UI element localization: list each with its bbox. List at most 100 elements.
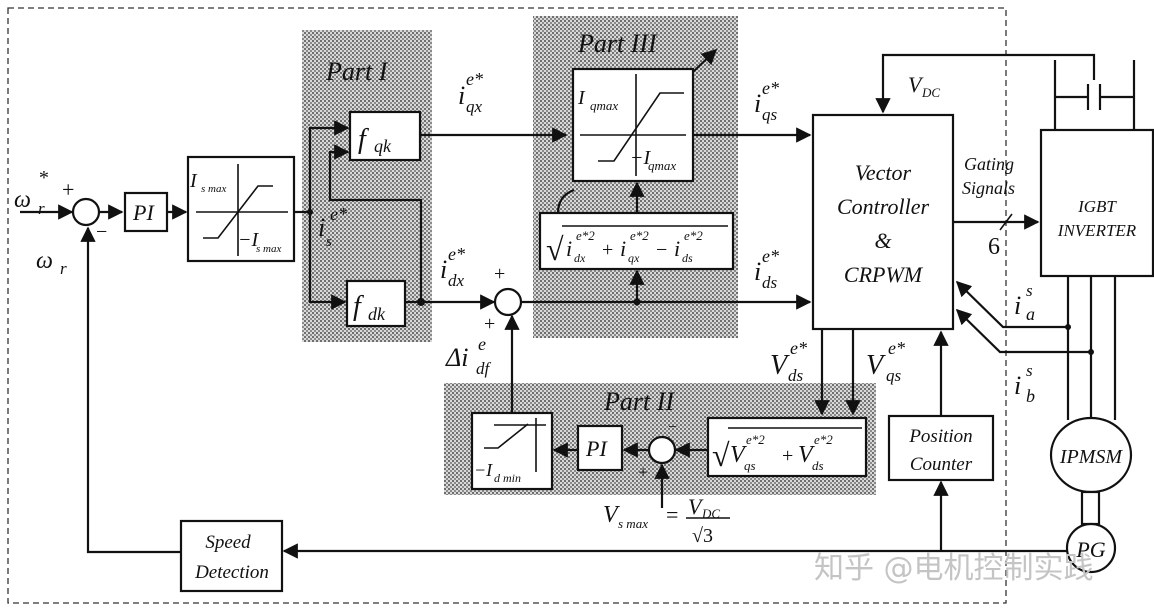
svg-text:i: i [754,89,761,118]
svg-text:e*: e* [466,69,483,89]
svg-text:e*2: e*2 [684,228,703,243]
idx-signal-label: i dx e* [440,244,465,290]
plus-sign: + [638,462,648,482]
svg-text:IGBT: IGBT [1077,197,1117,216]
svg-text:DC: DC [921,85,940,100]
wire-sqrt-side [556,188,575,214]
ib-signal-label: i b s [1014,361,1035,406]
svg-text:i: i [318,213,325,242]
svg-text:PG: PG [1075,537,1105,562]
svg-text:d min: d min [494,471,521,485]
flux-summing-junction [493,287,523,317]
svg-text:−I: −I [474,460,493,480]
sqrt-v-block: √ V qs e*2 + V ds e*2 [706,416,868,478]
svg-text:V: V [688,494,704,519]
svg-text:IPMSM: IPMSM [1059,446,1124,468]
svg-text:dk: dk [368,304,386,324]
svg-text:+: + [782,445,793,467]
svg-text:ds: ds [762,273,778,292]
svg-text:I: I [577,87,586,109]
ipmsm-motor: IPMSM [1049,416,1133,494]
plus-sign: + [484,313,495,335]
svg-text:qs: qs [762,105,778,124]
svg-text:Detection: Detection [194,562,269,583]
svg-text:qk: qk [374,136,392,156]
svg-text:Vector: Vector [855,160,912,185]
speed-pi-label: PI [132,200,155,225]
svg-text:i: i [440,255,447,284]
svg-text:qs: qs [886,366,902,385]
controller-boundary [7,7,1007,604]
wire-ia [955,280,1068,329]
wire-vdc [875,53,1096,114]
svg-text:b: b [1026,386,1035,406]
svg-text:s max: s max [618,516,648,531]
svg-text:ds: ds [788,366,804,385]
gating-count: 6 [988,234,1000,260]
voltage-summing-junction [647,435,677,465]
svg-text:r: r [38,199,45,218]
svg-text:i: i [566,236,572,261]
svg-text:CRPWM: CRPWM [844,262,924,287]
svg-text:i: i [458,81,465,110]
svg-text:*: * [38,167,48,189]
svg-text:i: i [754,257,761,286]
svg-text:s max: s max [201,183,226,195]
svg-text:s: s [1026,281,1033,300]
svg-text:qx: qx [466,97,483,116]
ids-signal-label: i ds e* [754,246,779,292]
fqk-block: f qk [348,110,422,162]
svg-text:s max: s max [256,243,281,255]
svg-text:i: i [1014,291,1021,320]
gating-label: Signals [962,178,1015,198]
wire-speed-feedback [80,226,181,554]
svg-text:e*: e* [762,246,779,266]
watermark: 知乎 @电机控制实践 [814,551,1094,586]
svg-text:V: V [908,72,924,97]
svg-text:ω: ω [36,248,53,274]
svg-text:df: df [476,359,492,378]
svg-text:e*2: e*2 [746,432,765,447]
minus-sign: − [96,221,107,243]
svg-text:i: i [620,236,626,261]
speed-summing-junction [71,197,101,227]
svg-text:a: a [1026,304,1035,324]
svg-text:V: V [730,442,747,468]
svg-text:Counter: Counter [910,454,973,475]
svg-text:Position: Position [908,426,972,447]
wire-to-fdk [308,212,347,310]
svg-text:I: I [189,170,198,192]
svg-text:Controller: Controller [837,194,930,219]
svg-text:−: − [656,239,667,261]
speed-detection-block: Speed Detection [179,519,284,593]
svg-text:e*: e* [762,78,779,98]
svg-text:dx: dx [448,271,465,290]
part1-label: Part I [325,57,389,86]
pulse-generator: PG [1065,522,1117,574]
svg-text:√: √ [546,231,564,267]
vsmax-equation: V s max = V DC √3 [603,494,730,547]
is-signal-label: i s e* [318,204,347,250]
svg-text:√3: √3 [692,525,713,547]
svg-text:ds: ds [682,251,693,265]
svg-text:e*: e* [448,244,465,264]
svg-text:INVERTER: INVERTER [1057,221,1137,240]
svg-text:s: s [1026,361,1033,380]
vqs-signal-label: V qs e* [866,338,905,385]
position-counter-block: Position Counter [887,414,995,482]
vector-controller-block: Vector Controller & CRPWM [811,113,955,331]
speed-pi-block [123,191,169,233]
svg-text:−I: −I [238,229,259,251]
svg-text:f: f [358,124,369,155]
iqx-signal-label: i qx e* [458,69,483,116]
plus-sign: + [62,177,74,202]
ia-signal-label: i a s [1014,281,1035,324]
svg-text:e*: e* [790,338,807,358]
vds-signal-label: V ds e* [770,338,807,385]
adjustable-limit-arrow [692,48,718,73]
svg-text:qmax: qmax [648,158,676,173]
igbt-inverter-block: IGBT INVERTER [1039,128,1154,278]
svg-text:e: e [478,334,486,354]
plus-sign: + [494,263,505,285]
